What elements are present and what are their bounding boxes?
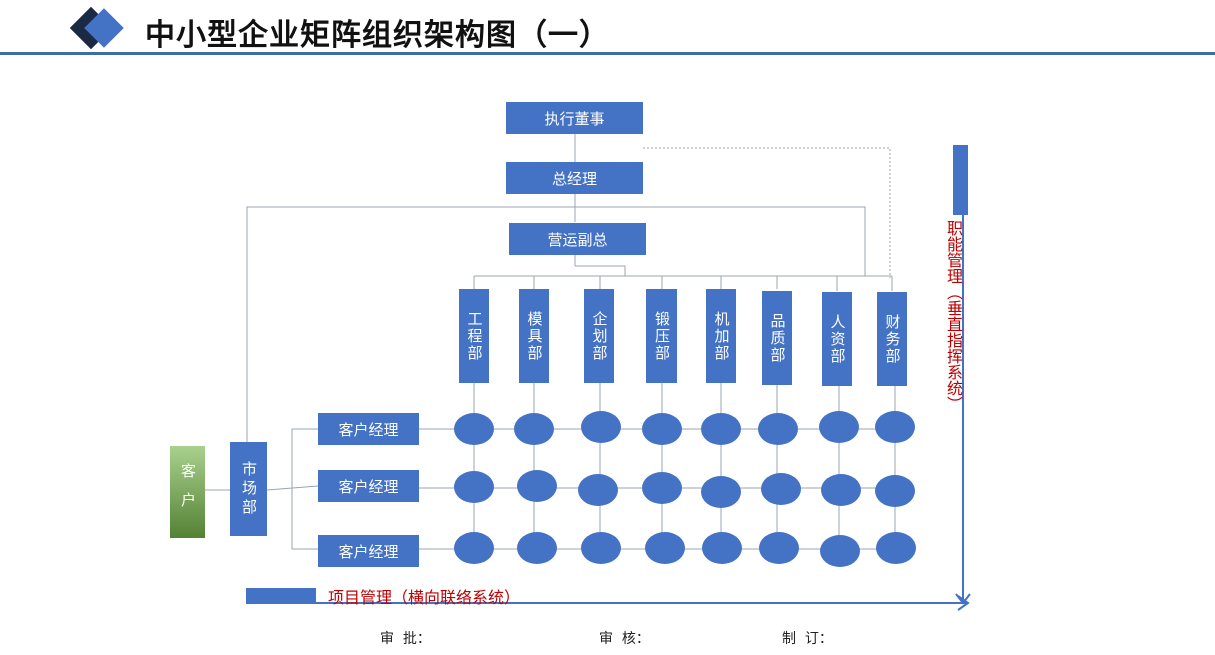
dept-planning-box: 企划部 (584, 289, 614, 383)
page-title: 中小型企业矩阵组织架构图（一） (145, 18, 610, 53)
exec-director-box: 执行董事 (506, 102, 643, 134)
matrix-node (758, 413, 798, 445)
dept-quality-box: 品质部 (762, 291, 792, 385)
matrix-nodes (454, 411, 916, 567)
matrix-node (876, 532, 916, 564)
matrix-node (578, 474, 618, 506)
dept-finance-box: 财务部 (877, 292, 907, 386)
dept-engineering-box: 工程部 (459, 289, 489, 383)
matrix-node (642, 472, 682, 504)
dept-mold-box: 模具部 (519, 289, 549, 383)
account-manager-box: 客户经理 (318, 535, 419, 567)
horizontal-system-bar (246, 588, 316, 603)
account-manager-box: 客户经理 (318, 470, 419, 502)
vertical-system-label: 职能管理（垂直指挥系统） (944, 220, 963, 412)
dept-machining-box: 机加部 (706, 289, 736, 383)
prepare-label: 制 订： (782, 631, 833, 647)
matrix-node (819, 411, 859, 443)
header-divider (0, 52, 1215, 55)
review-label: 审 核： (599, 631, 650, 647)
approve-label: 审 批： (380, 631, 431, 647)
matrix-node (702, 532, 742, 564)
matrix-node (761, 473, 801, 505)
matrix-node (581, 411, 621, 443)
matrix-node (454, 532, 494, 564)
marketing-dept-box: 市场部 (230, 442, 267, 536)
ops-vp-box: 营运副总 (509, 223, 646, 255)
matrix-node (645, 532, 685, 564)
matrix-node (875, 475, 915, 507)
matrix-node (454, 413, 494, 445)
dept-forging-box: 锻压部 (646, 289, 677, 383)
vertical-system-bar (953, 145, 968, 215)
matrix-node (454, 471, 494, 503)
matrix-node (581, 532, 621, 564)
general-manager-box: 总经理 (506, 162, 643, 194)
dept-hr-box: 人资部 (822, 292, 852, 386)
matrix-node (642, 413, 682, 445)
matrix-node (517, 470, 557, 502)
matrix-node (701, 413, 741, 445)
matrix-node (821, 474, 861, 506)
matrix-node (759, 532, 799, 564)
customer-box: 客户 (170, 446, 205, 538)
matrix-node (514, 413, 554, 445)
matrix-node (701, 476, 741, 508)
horizontal-system-label: 项目管理（横向联络系统） (328, 588, 521, 607)
matrix-node (875, 411, 915, 443)
account-manager-box: 客户经理 (318, 413, 419, 445)
matrix-node (517, 532, 557, 564)
matrix-node (820, 535, 860, 567)
